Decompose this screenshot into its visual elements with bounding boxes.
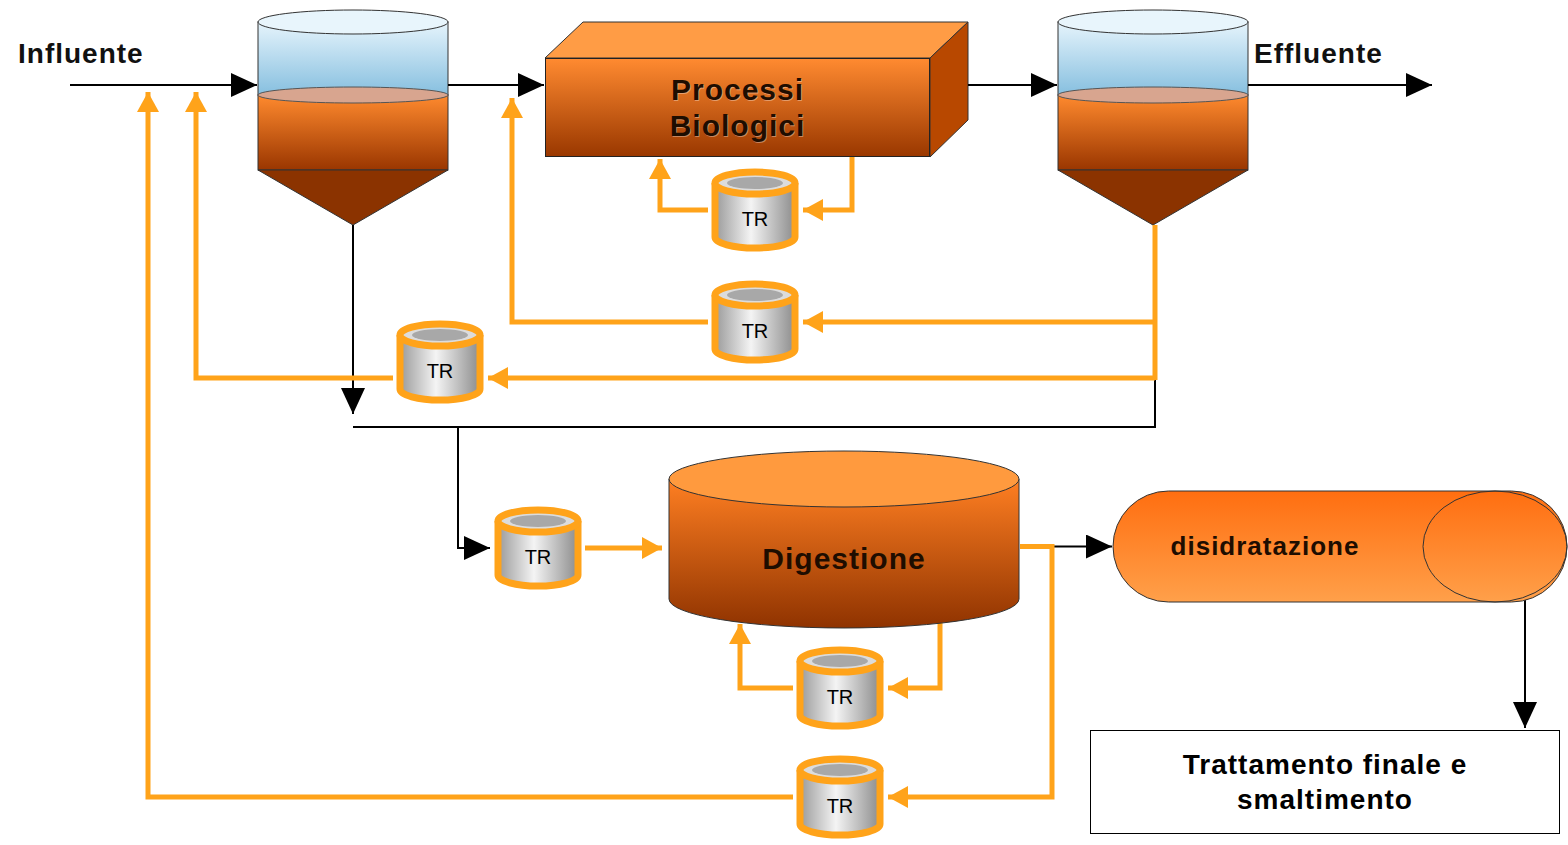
node-label: Processi Biologici xyxy=(653,72,823,144)
process-box: Processi Biologici xyxy=(545,58,930,157)
tank-side-face xyxy=(930,22,968,157)
flow-connector xyxy=(585,546,662,551)
node-label: Trattamento finale e smaltimento xyxy=(1105,747,1545,817)
flow-connector xyxy=(740,624,793,688)
tank-label: TR xyxy=(742,208,769,231)
treatment-tank: TR xyxy=(393,319,487,405)
flow-connector xyxy=(888,620,940,688)
treatment-tank: TR xyxy=(708,279,802,365)
treatment-tank: TR xyxy=(793,645,887,731)
treatment-tank: TR xyxy=(491,505,585,591)
tank-label: TR xyxy=(525,546,552,569)
secondary-settler xyxy=(1058,10,1248,225)
flow-label: Influente xyxy=(18,38,144,70)
digester-shape xyxy=(668,450,1020,628)
tank-label: TR xyxy=(427,360,454,383)
digester-tank: Digestione xyxy=(668,450,1020,628)
flow-connector xyxy=(803,157,852,210)
tank-top-face xyxy=(545,22,968,58)
treatment-tank: TR xyxy=(708,167,802,253)
tank-label: TR xyxy=(742,320,769,343)
node-label: disidratazione xyxy=(1171,531,1360,562)
return-line xyxy=(148,92,1155,797)
disposal-box: Trattamento finale e smaltimento xyxy=(1090,730,1560,834)
sludge-line xyxy=(353,225,1155,548)
dewatering-unit: disidratazione xyxy=(1112,490,1568,603)
treatment-tank: TR xyxy=(793,754,887,840)
node-label: Digestione xyxy=(762,542,925,576)
tank-label: TR xyxy=(827,795,854,818)
flow-label: Effluente xyxy=(1254,38,1383,70)
tank-label: TR xyxy=(827,686,854,709)
flow-connector xyxy=(660,159,708,210)
primary-settler xyxy=(258,10,448,225)
